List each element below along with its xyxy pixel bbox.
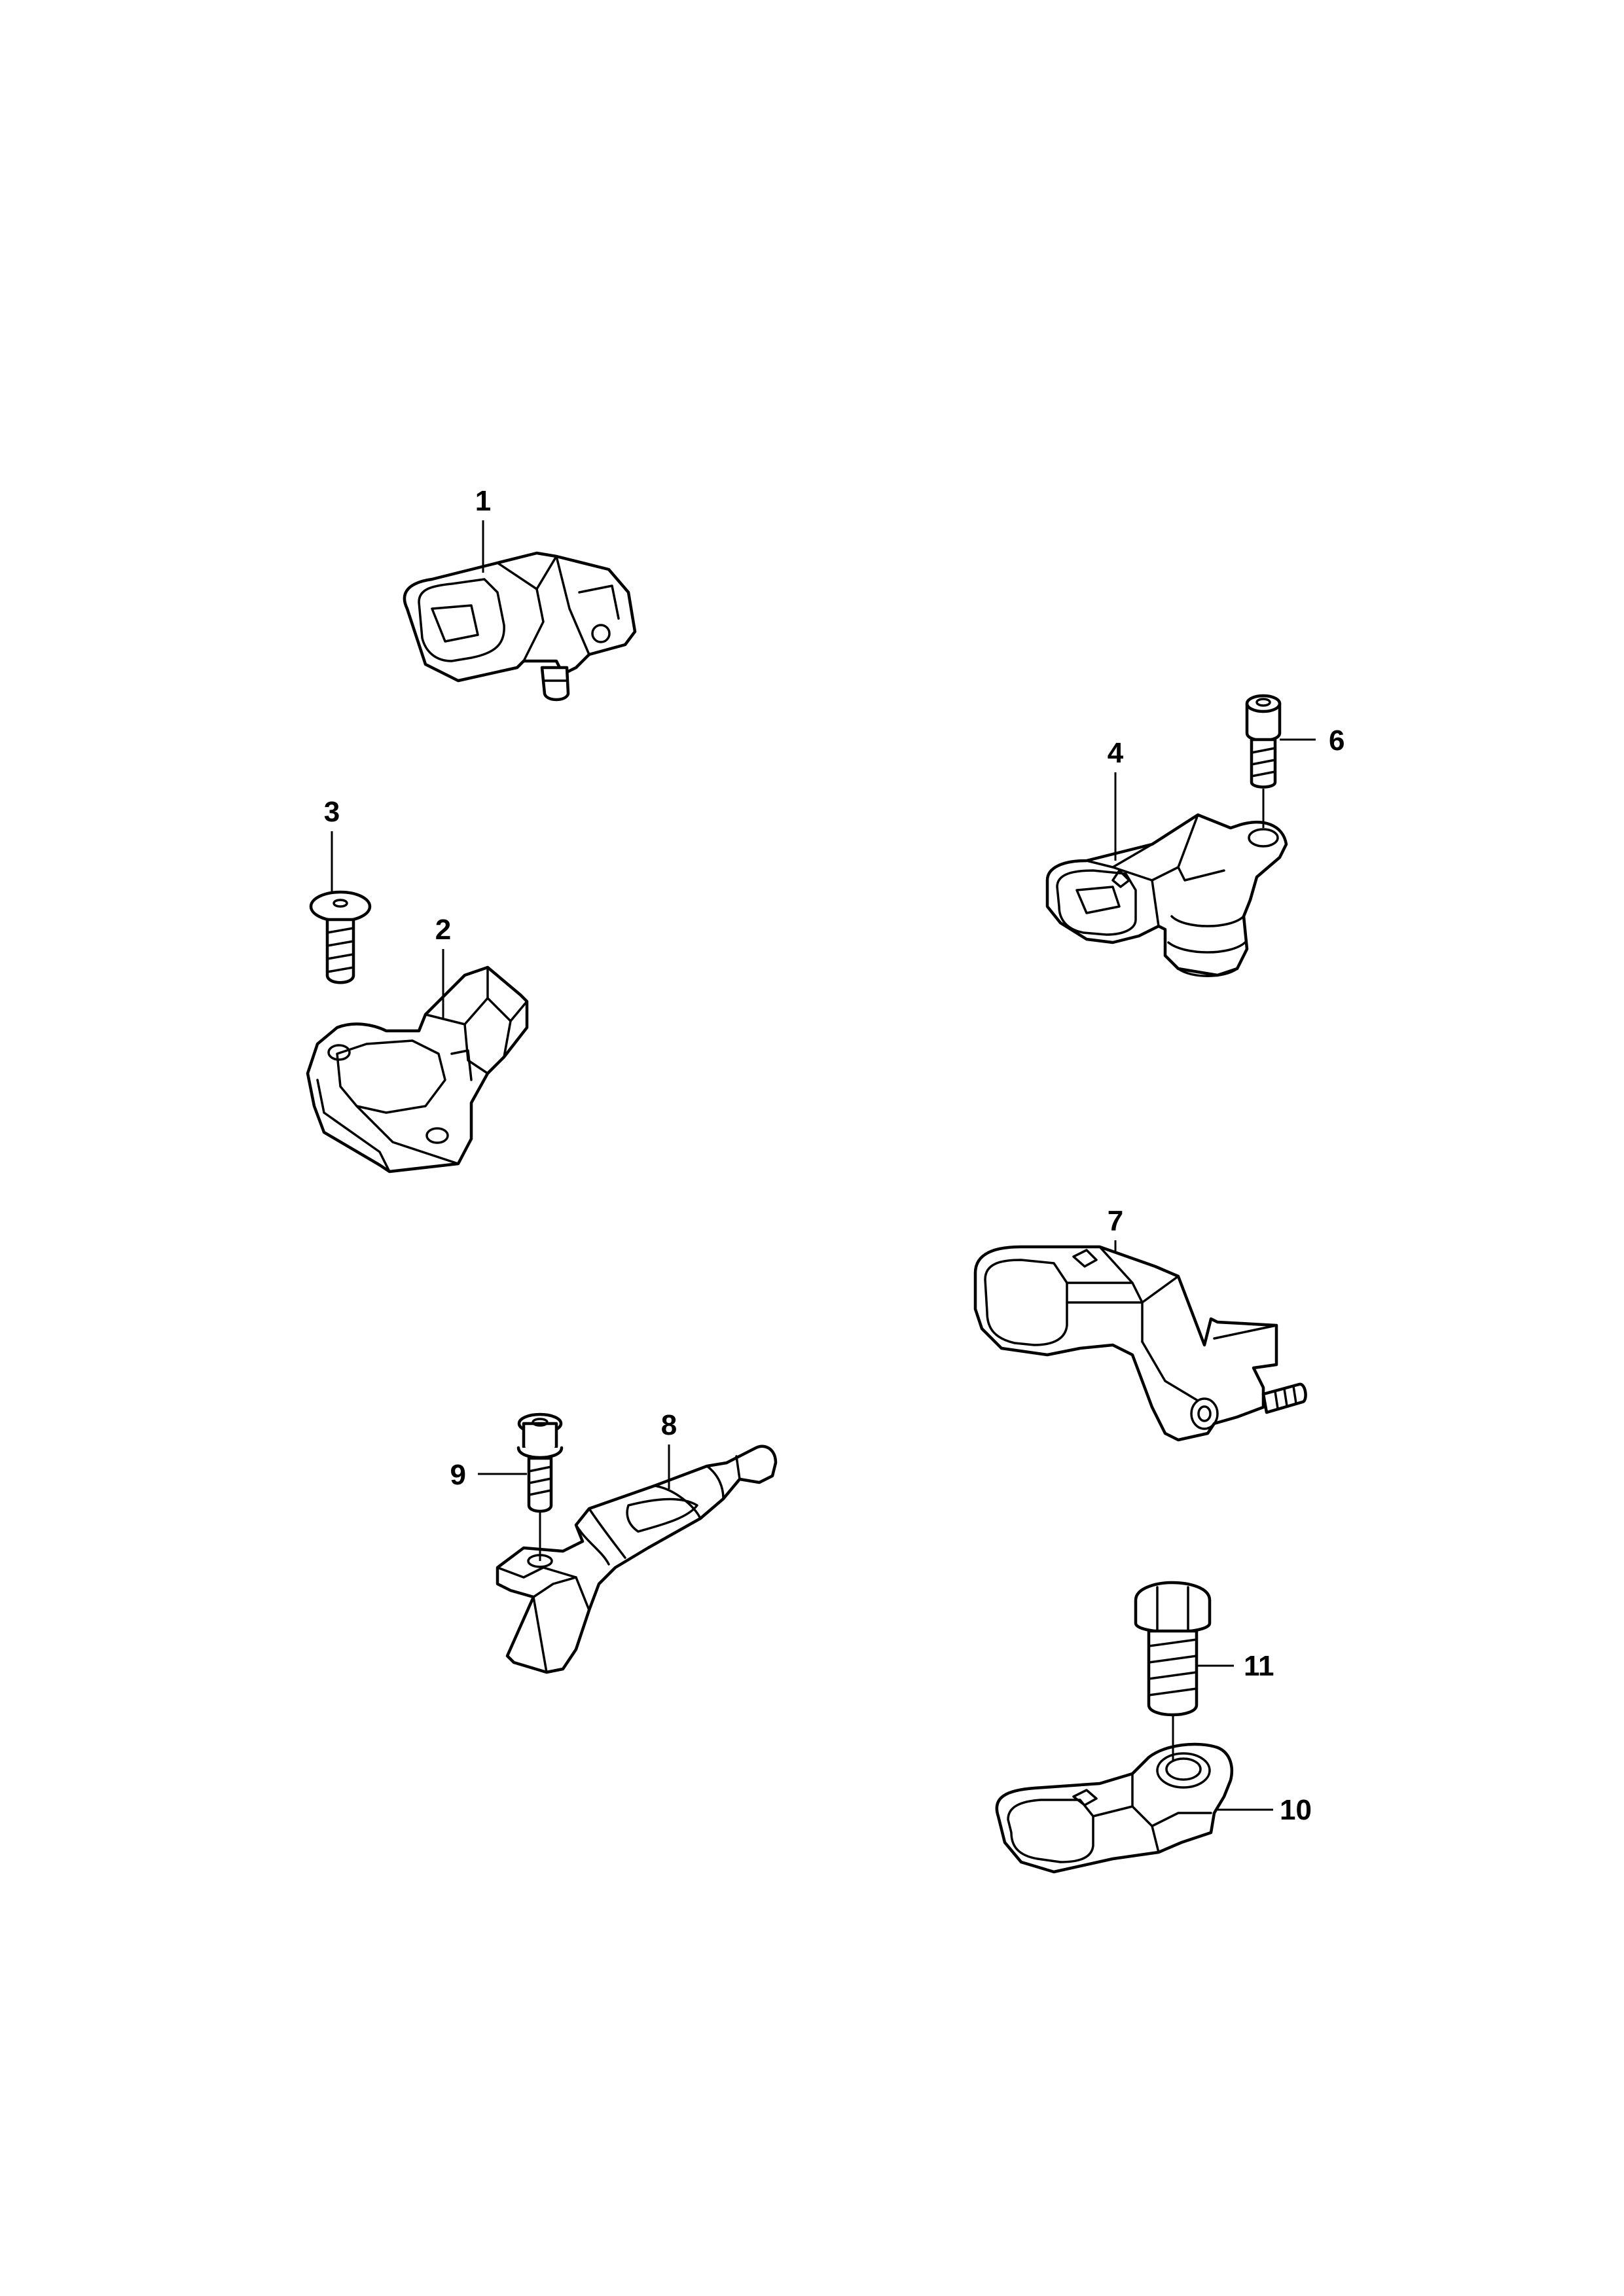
callout-4: 4 bbox=[1108, 737, 1124, 769]
callout-3: 3 bbox=[324, 796, 340, 828]
callout-9: 9 bbox=[450, 1459, 466, 1491]
part-11-bolt[interactable] bbox=[1134, 1581, 1212, 1717]
leader-lines bbox=[331, 520, 1316, 1811]
callout-1: 1 bbox=[475, 485, 491, 517]
part-6-bolt[interactable] bbox=[1245, 694, 1282, 789]
callout-labels: 1 3 2 4 6 7 8 9 11 10 bbox=[324, 485, 1345, 1826]
callout-2: 2 bbox=[435, 914, 451, 946]
part-3-screw[interactable] bbox=[309, 890, 372, 984]
callout-6: 6 bbox=[1329, 725, 1344, 757]
callout-10: 10 bbox=[1280, 1794, 1312, 1826]
part-10-sensor[interactable] bbox=[995, 1742, 1234, 1874]
part-9-bolt[interactable] bbox=[516, 1412, 564, 1513]
part-4-camshaft-sensor[interactable] bbox=[1045, 813, 1288, 977]
callout-11: 11 bbox=[1244, 1650, 1274, 1682]
part-2-map-sensor[interactable] bbox=[306, 965, 529, 1174]
callout-7: 7 bbox=[1108, 1205, 1123, 1237]
part-7-speed-sensor[interactable] bbox=[973, 1245, 1307, 1442]
callout-8: 8 bbox=[661, 1409, 677, 1441]
part-1-pressure-sensor[interactable] bbox=[403, 551, 637, 702]
